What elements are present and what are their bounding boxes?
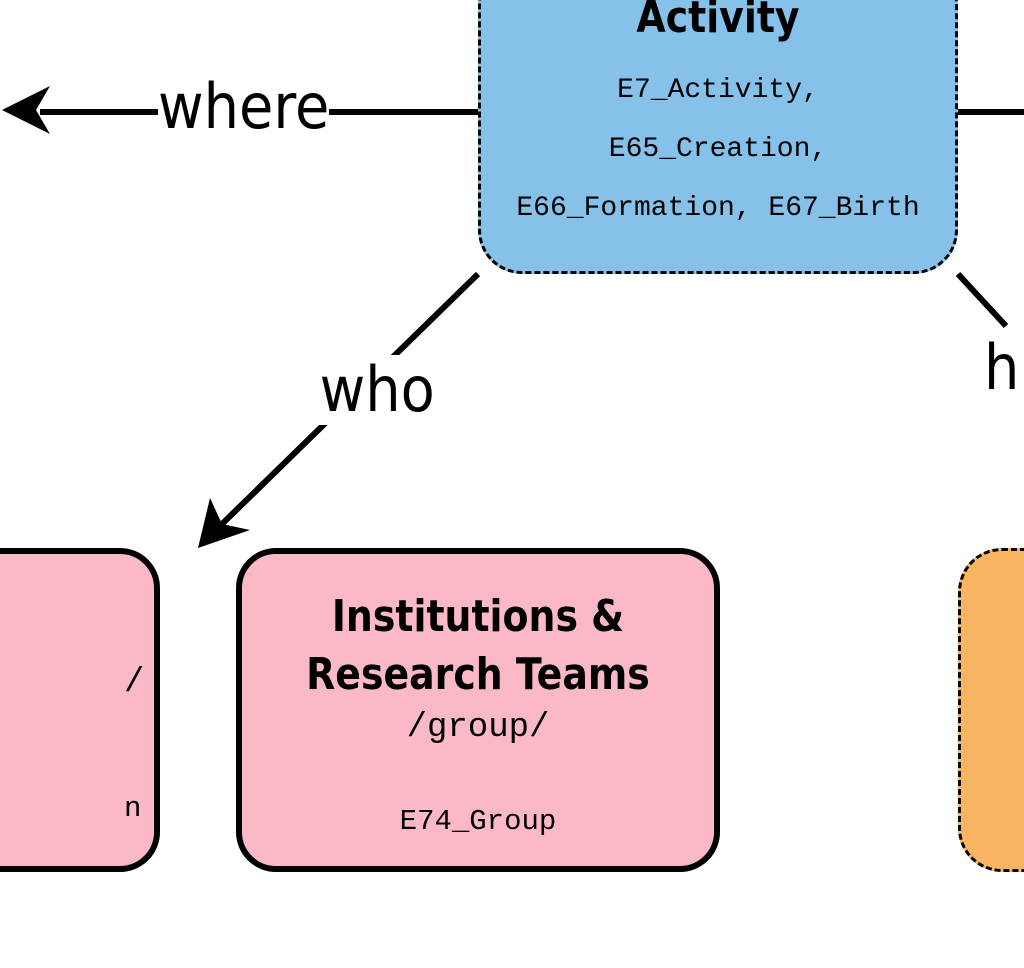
- group-path: /group/: [406, 709, 550, 747]
- edge-label-who: who: [316, 355, 439, 425]
- activity-class-line: E66_Formation, E67_Birth: [516, 193, 920, 224]
- orange-node-partial[interactable]: [958, 548, 1024, 872]
- group-node[interactable]: Institutions & Research Teams /group/ E7…: [236, 548, 720, 872]
- activity-class-line: E65_Creation,: [608, 134, 828, 165]
- group-class: E74_Group: [399, 805, 557, 838]
- group-title: Institutions & Research Teams: [275, 588, 681, 704]
- person-node-partial[interactable]: / n: [0, 548, 160, 872]
- edge-how-line: [955, 271, 1009, 329]
- edge-label-where: where: [158, 70, 330, 143]
- activity-node[interactable]: Activity E7_Activity, E65_Creation, E66_…: [478, 0, 958, 274]
- activity-classes: E7_Activity, E65_Creation, E66_Formation…: [481, 61, 955, 238]
- group-title-line: Research Teams: [306, 649, 650, 700]
- activity-class-line: E7_Activity,: [617, 75, 819, 106]
- edge-where-arrowhead: [2, 86, 50, 134]
- activity-title: Activity: [636, 0, 800, 43]
- edge-label-how: h: [984, 331, 1020, 404]
- group-title-line: Institutions &: [331, 591, 625, 642]
- person-path-fragment: /: [124, 664, 145, 702]
- edge-who-arrowhead: [198, 498, 250, 548]
- person-class-fragment: n: [124, 792, 142, 825]
